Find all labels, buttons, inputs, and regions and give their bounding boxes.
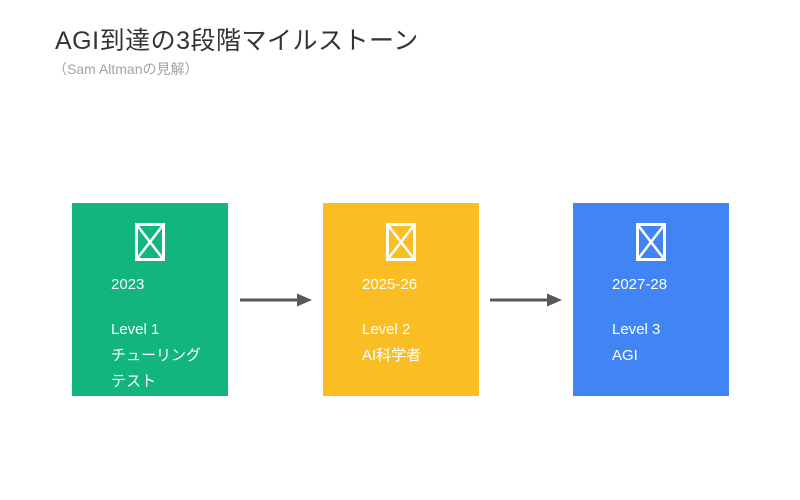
right-arrow-icon: [489, 291, 563, 309]
stage-desc-line: テスト: [111, 373, 157, 390]
page-subtitle: （Sam Altmanの見解）: [53, 61, 199, 77]
stage-card-level1: 2023 Level 1 チューリング テスト: [72, 203, 228, 396]
stage-card-level2: 2025-26 Level 2 AI科学者: [323, 203, 479, 396]
stage-year: 2023: [111, 276, 145, 293]
stage-year: 2027-28: [612, 276, 668, 293]
stage-level: Level 3: [612, 321, 661, 338]
stage-card-level3: 2027-28 Level 3 AGI: [573, 203, 729, 396]
stage-level: Level 2: [362, 321, 411, 338]
stage-level: Level 1: [111, 321, 160, 338]
stage-desc-line: AI科学者: [362, 347, 422, 364]
missing-glyph-icon: [636, 223, 666, 261]
right-arrow-icon: [239, 291, 313, 309]
stage-year: 2025-26: [362, 276, 418, 293]
page-title: AGI到達の3段階マイルストーン: [55, 27, 419, 55]
missing-glyph-icon: [386, 223, 416, 261]
stage-desc-line: チューリング: [111, 347, 202, 364]
stage-desc-line: AGI: [612, 347, 638, 364]
missing-glyph-icon: [135, 223, 165, 261]
